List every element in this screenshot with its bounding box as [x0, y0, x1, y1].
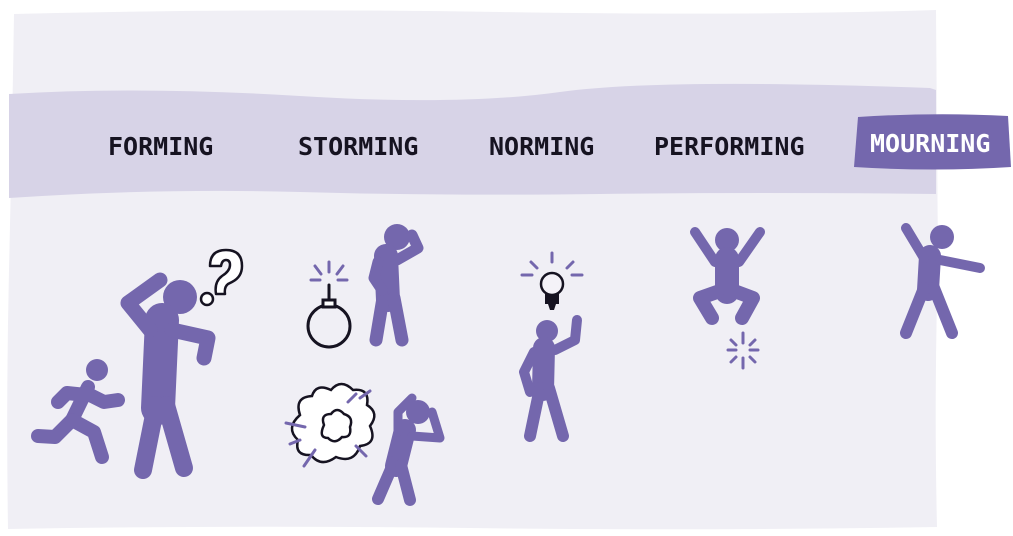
idea-figure-icon — [519, 315, 582, 442]
waving-figure-icon — [900, 223, 985, 339]
spark-icon — [309, 260, 349, 282]
stage-labels: FORMING STORMING NORMING PERFORMING MOUR… — [108, 129, 990, 161]
bomb-icon — [306, 283, 352, 349]
stage-band — [9, 83, 936, 198]
hands-on-head-figure-icon — [372, 393, 445, 506]
sparkle-icon — [726, 331, 760, 370]
question-mark-icon — [199, 248, 244, 307]
stage-label-forming: FORMING — [108, 132, 213, 161]
mourning-highlight-box — [854, 114, 1011, 170]
running-figure-icon — [31, 359, 125, 464]
stage-label-performing: PERFORMING — [654, 132, 805, 161]
explosion-icon — [284, 382, 376, 468]
stage-label-mourning: MOURNING — [870, 129, 990, 158]
confused-figure-icon — [120, 272, 216, 479]
lightbulb-icon — [520, 251, 584, 310]
stressed-figure-icon — [368, 224, 424, 347]
stage-label-storming: STORMING — [298, 132, 418, 161]
jumping-figure-icon — [690, 227, 765, 325]
stage-label-norming: NORMING — [489, 132, 594, 161]
